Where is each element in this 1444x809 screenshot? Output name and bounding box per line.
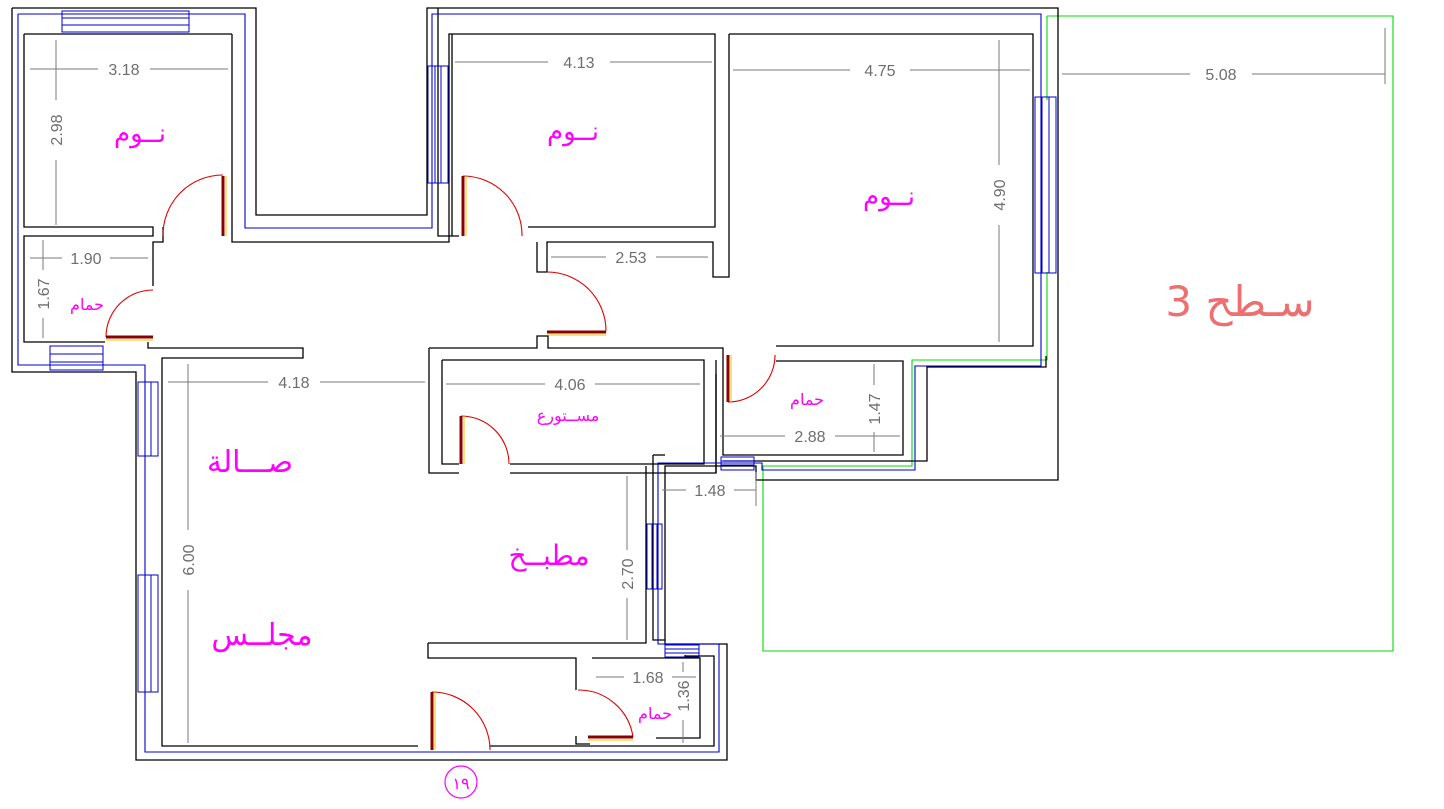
dim-label: 5.08 (1205, 67, 1236, 84)
dim-label: 1.67 (36, 278, 53, 309)
room-label-majlis: مجلــس (211, 618, 312, 653)
dim-label: 2.98 (49, 114, 66, 145)
dim-kitchen-height: 2.70 (620, 476, 637, 640)
dim-roof-width: 5.08 (1062, 28, 1386, 84)
room-label-bath-1: حمام (70, 295, 104, 314)
room-labels: نــوم نــوم نــوم حمام حمام حمام مســتور… (70, 117, 1315, 723)
door-storage (459, 415, 510, 465)
building-outline (17, 13, 1042, 753)
dim-bed2-width: 4.13 (455, 55, 712, 72)
dim-label: 2.70 (620, 558, 637, 589)
dim-label: 2.88 (794, 429, 825, 446)
unit-number-badge: ١٩ (444, 765, 478, 799)
dim-corridor-width: 2.53 (551, 250, 708, 267)
dim-label: 3.18 (108, 62, 139, 79)
dim-bath3-height: 1.36 (676, 662, 693, 743)
windows (49, 10, 1057, 693)
outer-walls (11, 7, 1059, 761)
dim-label: 4.18 (278, 375, 309, 392)
dim-label: 1.47 (867, 393, 884, 424)
window-bedroom-1 (61, 10, 190, 33)
dim-bed1-width: 3.18 (30, 62, 228, 79)
door-bedroom-2 (461, 175, 523, 237)
room-label-bath-3: حمام (638, 704, 672, 723)
dim-bath2-height: 1.47 (867, 364, 884, 452)
window-bath-1 (49, 345, 104, 371)
dimensions: 3.18 2.98 4.13 4.75 4.90 5.08 (30, 28, 1386, 743)
door-corridor (546, 271, 607, 336)
dim-label: 1.36 (676, 680, 693, 711)
roof-outline (762, 15, 1394, 652)
room-label-hall: صـــالة (207, 445, 293, 480)
window-bedroom-2 (427, 65, 449, 184)
dim-bed3-height: 4.90 (992, 40, 1009, 342)
window-majlis (137, 574, 159, 693)
door-bath-3 (577, 689, 634, 741)
room-label-bedroom-1: نــوم (114, 119, 166, 149)
dim-label: 6.00 (181, 544, 198, 575)
dim-bath3-width: 1.68 (596, 670, 696, 687)
door-bath-2 (726, 354, 776, 403)
dim-hall-width: 4.18 (168, 375, 425, 392)
window-kitchen (646, 523, 663, 590)
door-entrance (430, 691, 491, 751)
window-bath-3 (664, 644, 700, 658)
dim-bed3-width: 4.75 (733, 63, 1030, 80)
dim-hall-height: 6.00 (181, 364, 198, 743)
dim-bath2-width: 2.88 (720, 429, 900, 446)
room-label-roof: سـطح 3 (1165, 277, 1314, 327)
dim-bed1-height: 2.98 (49, 40, 66, 225)
dim-label: 1.68 (632, 670, 663, 687)
room-label-bath-2: حمام (790, 390, 824, 409)
dim-label: 4.13 (563, 55, 594, 72)
room-label-bedroom-3: نــوم (863, 182, 915, 212)
dim-label: 4.06 (554, 377, 585, 394)
window-bedroom-3 (1034, 96, 1057, 274)
dim-bath1-width: 1.90 (30, 251, 148, 268)
door-bath-1 (105, 289, 154, 341)
dim-kitchen-gap: 1.48 (662, 472, 757, 506)
unit-number-circle (444, 765, 478, 799)
unit-number: ١٩ (452, 774, 469, 793)
window-bath-2 (720, 456, 755, 471)
room-label-bedroom-2: نــوم (547, 117, 599, 147)
door-bedroom-1 (162, 174, 227, 237)
room-label-storage: مســتورع (537, 406, 600, 426)
dim-label: 1.90 (70, 251, 101, 268)
dim-label: 4.75 (864, 63, 895, 80)
doors (105, 174, 776, 751)
dim-label: 2.53 (615, 250, 646, 267)
room-label-kitchen: مطبــخ (509, 539, 590, 572)
dim-label: 1.48 (694, 483, 725, 500)
window-hall (137, 381, 159, 457)
dim-bath1-height: 1.67 (36, 240, 53, 338)
dim-label: 4.90 (992, 179, 1009, 210)
dim-storage-width: 4.06 (446, 377, 700, 394)
